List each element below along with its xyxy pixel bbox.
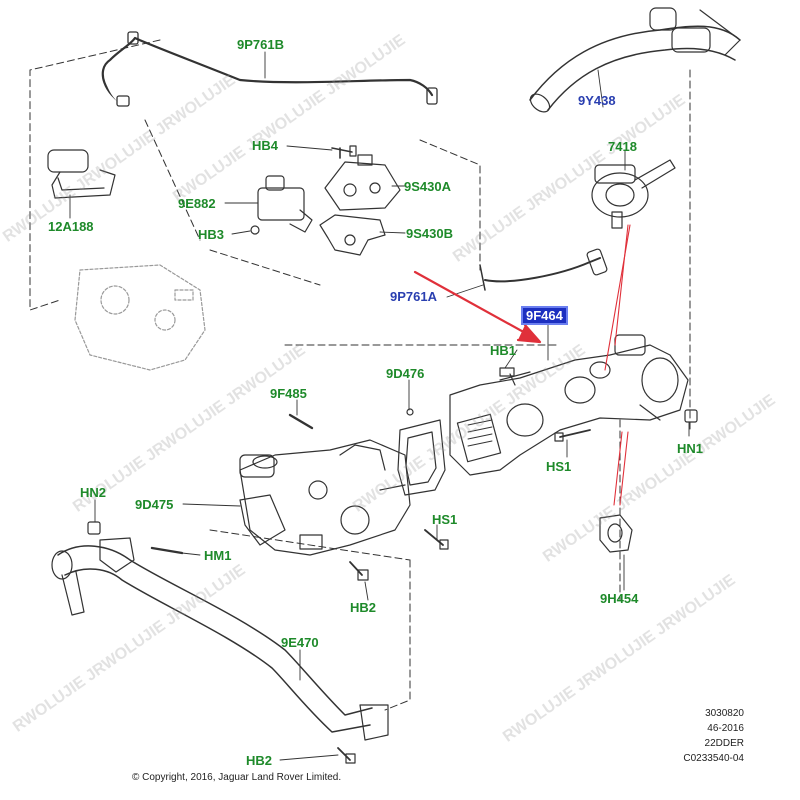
label-9p761b: 9P761B (237, 37, 284, 52)
hose-9p761a (479, 248, 608, 291)
label-9h454: 9H454 (600, 591, 639, 606)
label-hn2: HN2 (80, 485, 107, 500)
bolt-hb2-lower (337, 747, 356, 764)
label-hs1-upper: HS1 (546, 459, 572, 474)
stud-hm1 (150, 546, 184, 555)
label-hn1: HN1 (677, 441, 704, 456)
label-9f464: 9F464 (521, 306, 568, 325)
bracket-9s430a (324, 154, 401, 211)
bolt-hs1-upper (554, 429, 591, 442)
pipe-9e470 (51, 537, 389, 741)
egr-valve-9d475 (239, 439, 411, 556)
solenoid-9e882 (250, 175, 313, 235)
nut-hn1 (684, 409, 698, 423)
copyright-notice: © Copyright, 2016, Jaguar Land Rover Lim… (132, 772, 342, 783)
label-hb3: HB3 (198, 227, 225, 242)
label-12a188: 12A188 (48, 219, 94, 234)
red-guide-lines (604, 224, 631, 506)
engine-block-ghost (74, 264, 206, 371)
stud-9f485 (288, 413, 314, 430)
label-hb1: HB1 (490, 343, 517, 358)
sensor-12a188 (47, 149, 116, 199)
label-hs1-lower: HS1 (432, 512, 458, 527)
label-hb4: HB4 (252, 138, 279, 153)
label-9s430a: 9S430A (404, 179, 451, 194)
bracket-9s430b (319, 214, 386, 256)
reference-line: 46-2016 (707, 723, 744, 734)
gasket-9d476 (397, 408, 446, 496)
label-hm1: HM1 (204, 548, 232, 563)
dashed-frame-lines (29, 39, 691, 711)
bolt-hb4 (331, 145, 357, 159)
label-9p761a: 9P761A (390, 289, 437, 304)
valve-7418 (591, 159, 676, 229)
label-9d476: 9D476 (386, 366, 425, 381)
label-hb2-upper: HB2 (350, 600, 377, 615)
reference-line: 3030820 (705, 708, 744, 719)
label-9e470: 9E470 (281, 635, 319, 650)
label-9e882: 9E882 (178, 196, 216, 211)
nut-hn2 (87, 521, 101, 535)
label-7418: 7418 (608, 139, 637, 154)
hose-9y438 (529, 7, 741, 113)
gasket-9h454 (599, 514, 633, 553)
label-9s430b: 9S430B (406, 226, 453, 241)
reference-line: 22DDER (704, 738, 744, 749)
hose-9p761b (101, 31, 438, 107)
bolt-hb2-upper (349, 561, 369, 581)
red-arrow (413, 270, 542, 344)
egr-cooler-9f464 (449, 334, 689, 476)
label-hb2-lower: HB2 (246, 753, 273, 768)
bolt-hs1-lower (424, 529, 449, 550)
label-9y438: 9Y438 (578, 93, 616, 108)
leader-lines (69, 51, 690, 761)
label-9d475: 9D475 (135, 497, 174, 512)
reference-line: C0233540-04 (683, 753, 744, 764)
label-9f485: 9F485 (270, 386, 307, 401)
reference-block: 3030820 46-2016 22DDER C0233540-04 (683, 706, 744, 766)
